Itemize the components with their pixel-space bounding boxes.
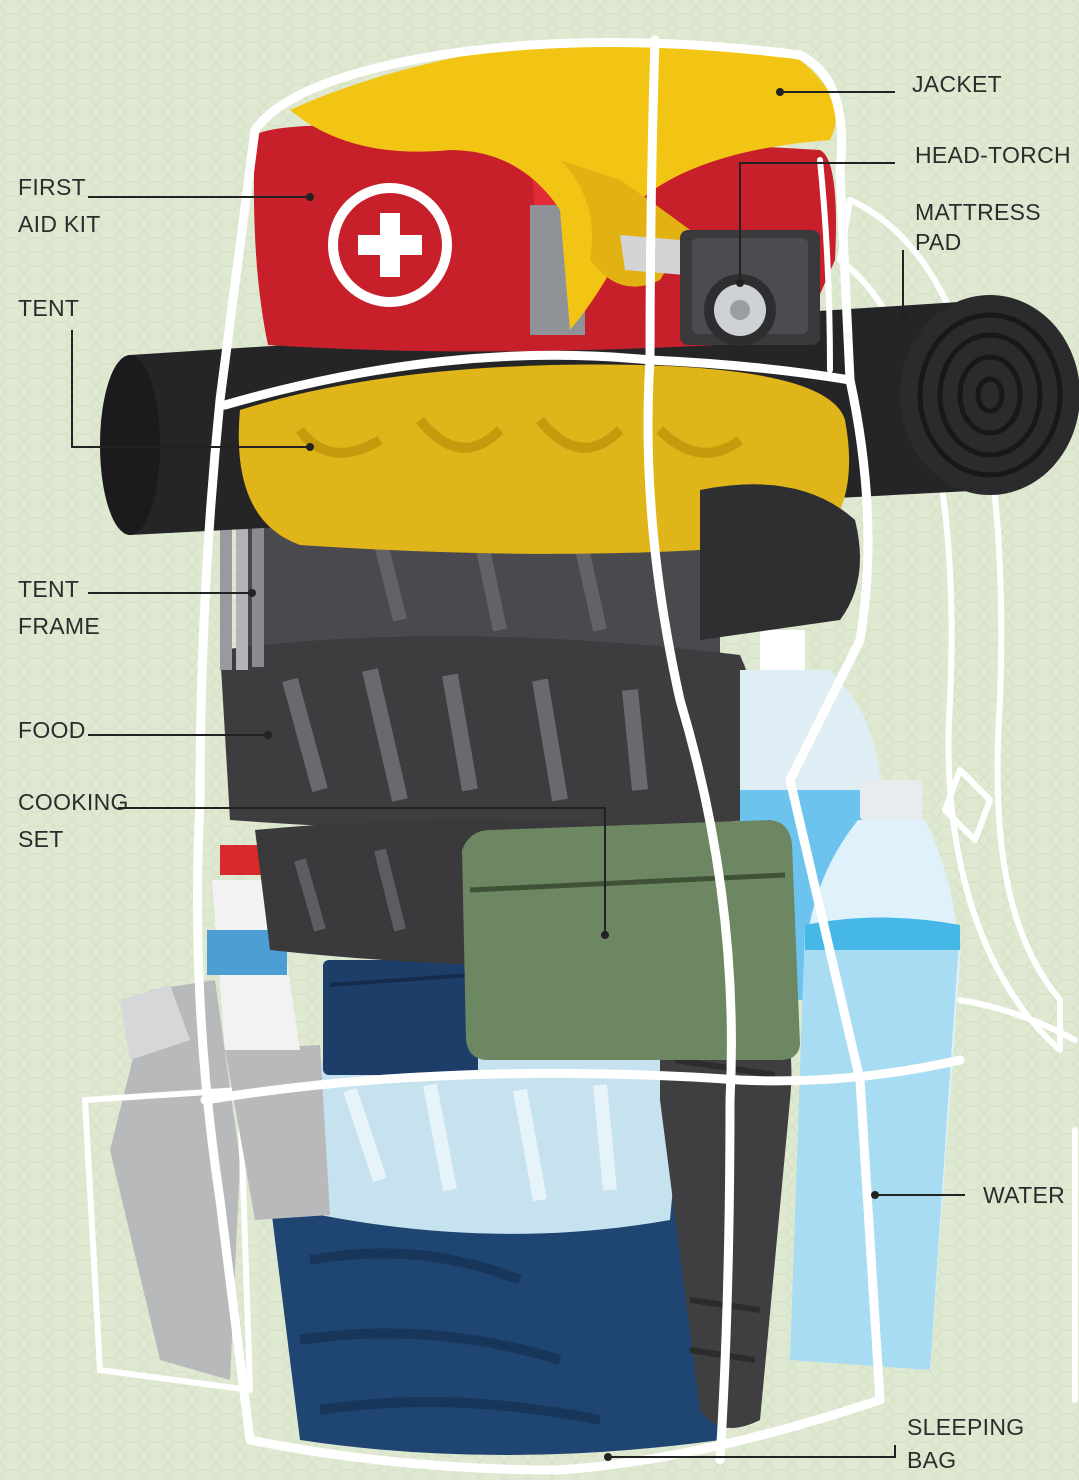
label-food-text: FOOD [18,717,86,743]
label-mattress-text-2: PAD [915,229,962,255]
label-sleeping-text-2: BAG [907,1447,956,1473]
label-cooking-text-2: SET [18,826,64,852]
cooking-set-item [462,820,800,1060]
label-cooking-text-1: COOKING [18,789,129,815]
label-mattress-text-1: MATTRESS [915,199,1041,225]
label-tent-frame-text-1: TENT [18,576,79,602]
label-first-aid-text-2: AID KIT [18,211,101,237]
label-first-aid-text-1: FIRST [18,174,86,200]
label-water-text: WATER [983,1182,1065,1208]
label-tent-frame-text-2: FRAME [18,613,100,639]
dark-pouch-item [700,484,860,640]
label-tent-text: TENT [18,295,79,321]
label-sleeping-text-1: SLEEPING [907,1414,1024,1440]
blue-container-item [323,960,478,1075]
label-jacket-text: JACKET [912,71,1002,97]
label-head-torch-text: HEAD-TORCH [915,142,1071,168]
